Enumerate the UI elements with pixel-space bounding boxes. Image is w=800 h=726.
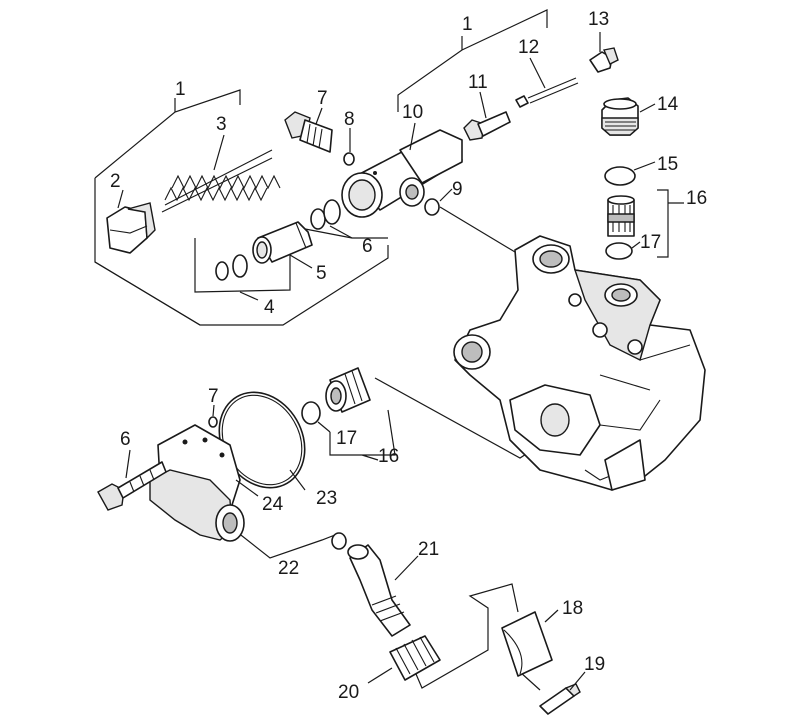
- label-7b: 7: [208, 386, 219, 407]
- leader-2: [117, 189, 124, 209]
- connector-hose-group-b: [519, 671, 541, 691]
- part-16-cartridge-lower: [325, 367, 371, 413]
- leader-19: [569, 671, 586, 691]
- leader-3: [213, 134, 225, 171]
- label-20: 20: [338, 682, 359, 703]
- bracket-group-16-right: [657, 189, 684, 258]
- connector-9-to-pump: [439, 206, 516, 253]
- part-15-oring: [604, 166, 636, 186]
- part-19-clamp: [539, 683, 581, 715]
- part-12-pin: [515, 77, 579, 108]
- pump-housing: [453, 235, 706, 491]
- label-17b: 17: [336, 428, 357, 449]
- bracket-group-1-right: [397, 9, 548, 112]
- label-6b: 6: [120, 429, 131, 450]
- part-10-valve-body: [341, 129, 463, 218]
- part-13-nozzle: [589, 47, 619, 73]
- connector-hose-group: [409, 583, 519, 689]
- part-3-spring: [161, 149, 281, 213]
- part-14-cap: [601, 97, 639, 136]
- leader-20: [367, 667, 393, 684]
- label-19: 19: [584, 654, 605, 675]
- label-13: 13: [588, 9, 609, 30]
- label-12: 12: [518, 37, 539, 58]
- label-11: 11: [468, 72, 488, 93]
- label-21: 21: [418, 539, 439, 560]
- part-7-bolt-upper: [284, 111, 333, 153]
- label-22: 22: [278, 558, 299, 579]
- part-9-ring: [424, 198, 440, 216]
- part-7-ring-lower: [208, 416, 218, 428]
- part-6-oring-a: [310, 208, 326, 230]
- label-3: 3: [216, 114, 227, 135]
- label-10: 10: [402, 102, 423, 123]
- part-24-flange: [149, 424, 245, 542]
- label-16a: 16: [686, 188, 707, 209]
- label-9: 9: [452, 179, 463, 200]
- part-18-hose: [501, 611, 553, 677]
- leader-12: [529, 57, 546, 89]
- label-14: 14: [657, 94, 679, 115]
- label-23: 23: [316, 488, 337, 509]
- leader-23: [289, 469, 306, 491]
- label-15: 15: [657, 154, 678, 175]
- label-6a: 6: [362, 236, 373, 257]
- label-7a: 7: [317, 88, 328, 109]
- label-1a: 1: [175, 79, 186, 100]
- label-4: 4: [264, 297, 275, 318]
- label-5: 5: [316, 263, 327, 284]
- leader-14: [639, 103, 656, 113]
- part-6-oring-b: [323, 199, 341, 225]
- leader-18: [544, 609, 559, 623]
- bracket-group-1-left: [94, 89, 389, 326]
- part-17-oring-right: [605, 242, 633, 260]
- label-16b: 16: [378, 446, 399, 467]
- part-8-ring: [343, 152, 355, 166]
- part-20-nut: [389, 635, 441, 681]
- leader-11: [479, 91, 487, 119]
- label-24: 24: [262, 494, 284, 515]
- leader-15: [633, 161, 656, 171]
- leader-17-lower: [317, 421, 331, 433]
- part-21-elbow: [347, 544, 411, 637]
- leader-6-upper: [329, 225, 353, 239]
- leader-9: [439, 188, 453, 202]
- bracket-group-16-lower: [329, 409, 396, 461]
- part-4-oring-a: [215, 261, 229, 281]
- bracket-group-1-left-inner: [94, 261, 201, 326]
- label-18: 18: [562, 598, 583, 619]
- leader-7-lower: [212, 404, 215, 417]
- part-6-cap-screw: [97, 461, 167, 511]
- leader-6-lower: [125, 449, 131, 479]
- part-4-oring-b: [232, 254, 248, 278]
- leader-7-upper: [315, 107, 323, 125]
- label-17a: 17: [640, 232, 661, 253]
- part-17-oring-lower: [301, 401, 321, 425]
- leader-10: [409, 122, 416, 151]
- connector-22: [231, 527, 341, 559]
- part-22-oring: [331, 532, 347, 550]
- bracket-group-4: [194, 236, 291, 301]
- part-11-screw: [463, 111, 511, 141]
- label-8: 8: [344, 109, 355, 130]
- label-2: 2: [110, 171, 121, 192]
- leader-24: [235, 479, 259, 497]
- leader-21: [394, 555, 419, 581]
- label-1b: 1: [462, 14, 473, 35]
- part-5-sleeve: [252, 221, 313, 264]
- leader-5: [289, 254, 313, 269]
- leader-17-right: [631, 241, 641, 249]
- part-2-plug: [106, 202, 156, 254]
- part-16-cartridge: [607, 195, 635, 237]
